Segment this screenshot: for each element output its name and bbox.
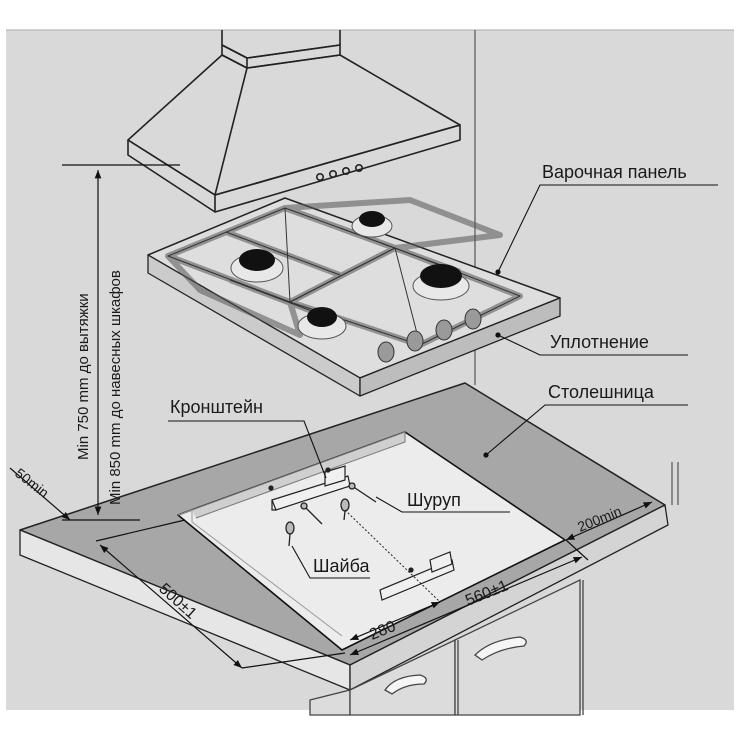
washer-label: Шайба xyxy=(313,556,370,576)
hood-distance-label: Min 750 mm до вытяжки xyxy=(75,293,92,460)
depth-dimension xyxy=(95,519,346,669)
screw-label: Шуруп xyxy=(407,490,461,510)
washer-leader xyxy=(291,545,370,579)
burner-rear-left xyxy=(230,249,284,283)
screw-leader xyxy=(375,496,510,513)
front-margin-arrow xyxy=(9,467,71,521)
range-hood xyxy=(127,30,461,213)
width-dimension xyxy=(349,539,589,656)
seal-label: Уплотнение xyxy=(550,332,649,352)
bracket-label: Кронштейн xyxy=(170,397,263,417)
bracket-leader xyxy=(168,420,327,479)
countertop-label: Столешница xyxy=(548,382,655,402)
burner-front-right xyxy=(412,264,470,301)
side-margin-arrow xyxy=(565,501,653,541)
hob-leader xyxy=(497,184,718,273)
hob-label: Варочная панель xyxy=(542,162,687,182)
burner-rear-right xyxy=(351,211,393,238)
seal-leader xyxy=(497,334,688,356)
cabinet-distance-label: Min 850 mm до навесных шкафов xyxy=(107,270,124,505)
vertical-dimension xyxy=(62,164,180,521)
screws xyxy=(285,482,377,547)
countertop-leader xyxy=(485,404,688,456)
burner-front-left xyxy=(297,307,347,340)
gas-hob xyxy=(147,197,561,397)
control-knobs xyxy=(377,308,482,363)
